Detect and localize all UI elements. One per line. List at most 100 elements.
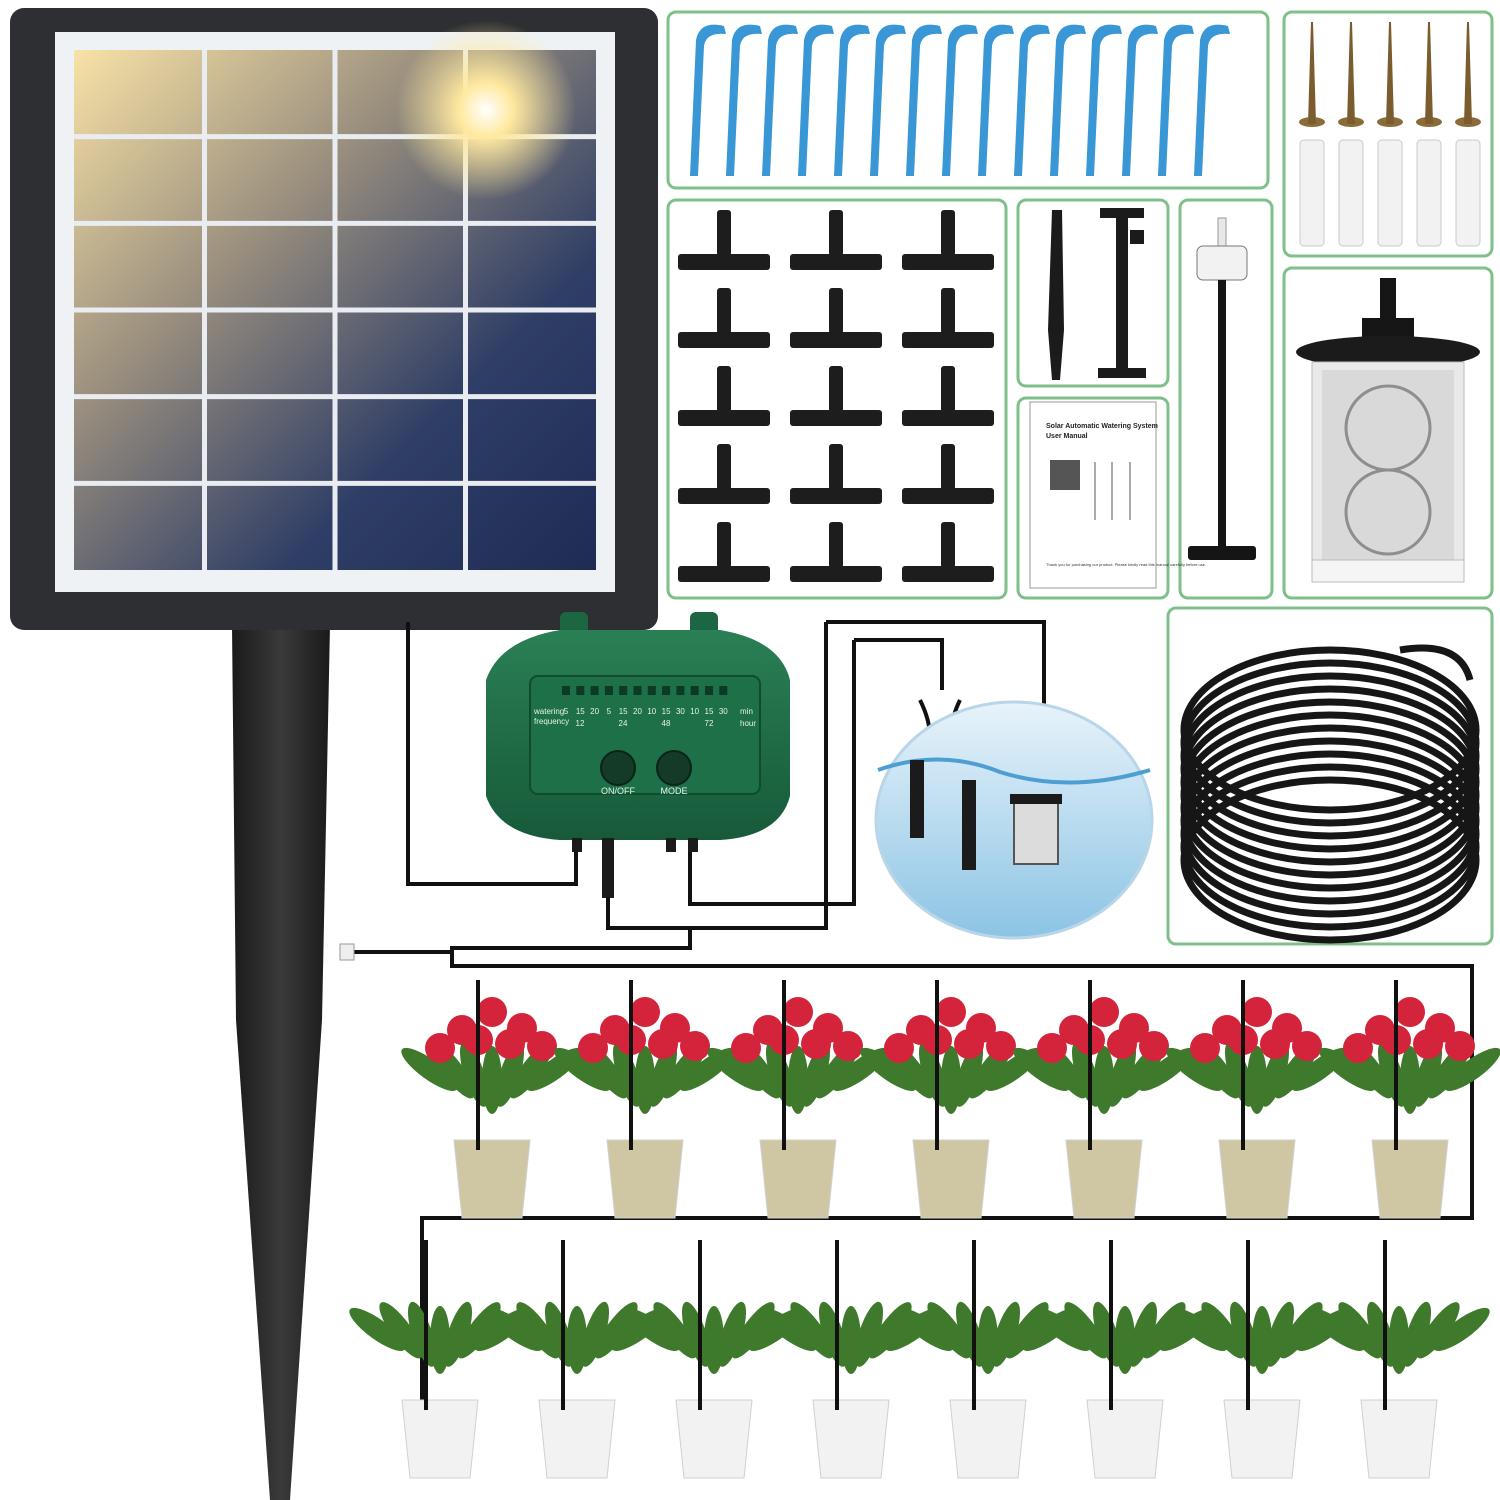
water-bowl bbox=[874, 700, 1154, 940]
foliage-plant bbox=[349, 1240, 531, 1479]
power-label: ON/OFF bbox=[601, 786, 635, 796]
label-min: min bbox=[740, 707, 753, 716]
flowering-plant-row bbox=[401, 980, 1500, 1219]
foliage-plant bbox=[897, 1240, 1079, 1479]
drip-stake-icon bbox=[978, 24, 1014, 176]
minute-value: 5 bbox=[564, 707, 569, 716]
mode-label: MODE bbox=[661, 786, 688, 796]
wall-anchor-icon bbox=[1455, 139, 1481, 247]
foliage-plant bbox=[486, 1240, 668, 1479]
minute-value: 15 bbox=[705, 707, 714, 716]
tee-connector-icon bbox=[790, 366, 882, 426]
foliage-plant bbox=[1171, 1240, 1353, 1479]
tee-connector-icon bbox=[678, 522, 770, 582]
tubing-coil-icon bbox=[1180, 644, 1480, 944]
manual-subtitle: User Manual bbox=[1046, 433, 1088, 440]
tee-connector-icon bbox=[902, 210, 994, 270]
foliage-plant bbox=[623, 1240, 805, 1479]
screw-icon bbox=[1377, 22, 1403, 127]
intake-pipe-icon bbox=[1188, 217, 1256, 560]
label-watering: watering bbox=[533, 707, 564, 716]
drip-stake-icon bbox=[942, 24, 978, 176]
screw-icon bbox=[1455, 22, 1481, 127]
ground-stake-icon bbox=[1048, 208, 1146, 380]
minute-value: 15 bbox=[619, 707, 628, 716]
foliage-plant bbox=[1034, 1240, 1216, 1479]
drip-stake-icon bbox=[1014, 24, 1050, 176]
manual-footer: Thank you for purchasing our product. Pl… bbox=[1046, 562, 1206, 567]
label-hour: hour bbox=[740, 719, 756, 728]
tee-connector-icon bbox=[678, 288, 770, 348]
flowering-plant bbox=[1166, 980, 1348, 1219]
tee-connector-icon bbox=[902, 444, 994, 504]
hour-value: 72 bbox=[705, 719, 714, 728]
drip-stake-icon bbox=[1122, 24, 1158, 176]
foliage-plant bbox=[760, 1240, 942, 1479]
tee-connector-icon bbox=[678, 444, 770, 504]
drip-stake-icon bbox=[1158, 24, 1194, 176]
drip-stake-icon bbox=[798, 24, 834, 176]
sun-glare bbox=[396, 20, 576, 200]
drip-stake-icon bbox=[726, 24, 762, 176]
minute-value: 5 bbox=[607, 707, 612, 716]
screw-icon bbox=[1299, 22, 1325, 127]
minute-value: 10 bbox=[647, 707, 656, 716]
tee-connector-icon bbox=[790, 288, 882, 348]
drip-stake-icon bbox=[834, 24, 870, 176]
tee-connector-icon bbox=[790, 522, 882, 582]
tube-end-cap bbox=[339, 943, 355, 961]
tee-connector-icon bbox=[902, 522, 994, 582]
flowering-plant bbox=[1013, 980, 1195, 1219]
solar-panel bbox=[10, 8, 658, 1500]
user-manual: Solar Automatic Watering System User Man… bbox=[1029, 401, 1206, 589]
panel-stake bbox=[232, 625, 330, 1500]
flowering-plant bbox=[707, 980, 889, 1219]
wall-anchors bbox=[1299, 139, 1481, 247]
tee-connectors bbox=[678, 210, 994, 582]
label-frequency: frequency bbox=[534, 717, 569, 726]
tee-connector-icon bbox=[902, 366, 994, 426]
tee-connector-icon bbox=[678, 366, 770, 426]
minute-value: 30 bbox=[719, 707, 728, 716]
water-filter-icon bbox=[1296, 278, 1480, 583]
frame-drip-stakes bbox=[666, 10, 1270, 190]
screws bbox=[1299, 22, 1481, 127]
drip-stake-icon bbox=[906, 24, 942, 176]
drip-stakes bbox=[690, 24, 1230, 176]
wall-anchor-icon bbox=[1338, 139, 1364, 247]
foliage-plant-row bbox=[349, 1240, 1490, 1479]
drip-stake-icon bbox=[1086, 24, 1122, 176]
drip-stake-icon bbox=[762, 24, 798, 176]
screw-icon bbox=[1338, 22, 1364, 127]
led-indicators bbox=[562, 686, 728, 695]
frame-stakes bbox=[1016, 198, 1170, 388]
flowering-plant bbox=[554, 980, 736, 1219]
minute-value: 15 bbox=[576, 707, 585, 716]
flowering-plant bbox=[860, 980, 1042, 1219]
drip-stake-icon bbox=[1194, 24, 1230, 176]
wall-anchor-icon bbox=[1416, 139, 1442, 247]
power-button[interactable] bbox=[600, 750, 636, 786]
manual-title: Solar Automatic Watering System bbox=[1046, 423, 1158, 430]
flowering-plant bbox=[401, 980, 583, 1219]
tee-connector-icon bbox=[902, 288, 994, 348]
minute-value: 30 bbox=[676, 707, 685, 716]
minute-value: 20 bbox=[590, 707, 599, 716]
tee-connector-icon bbox=[790, 210, 882, 270]
mode-button[interactable] bbox=[656, 750, 692, 786]
drip-stake-icon bbox=[870, 24, 906, 176]
tee-connector-icon bbox=[790, 444, 882, 504]
flowering-plant bbox=[1319, 980, 1500, 1219]
minute-value: 10 bbox=[690, 707, 699, 716]
minute-value: 15 bbox=[662, 707, 671, 716]
hour-value: 12 bbox=[576, 719, 585, 728]
screw-icon bbox=[1416, 22, 1442, 127]
drip-stake-icon bbox=[1050, 24, 1086, 176]
wall-anchor-icon bbox=[1299, 139, 1325, 247]
wall-anchor-icon bbox=[1377, 139, 1403, 247]
foliage-plant bbox=[1308, 1240, 1490, 1479]
hour-value: 24 bbox=[619, 719, 628, 728]
